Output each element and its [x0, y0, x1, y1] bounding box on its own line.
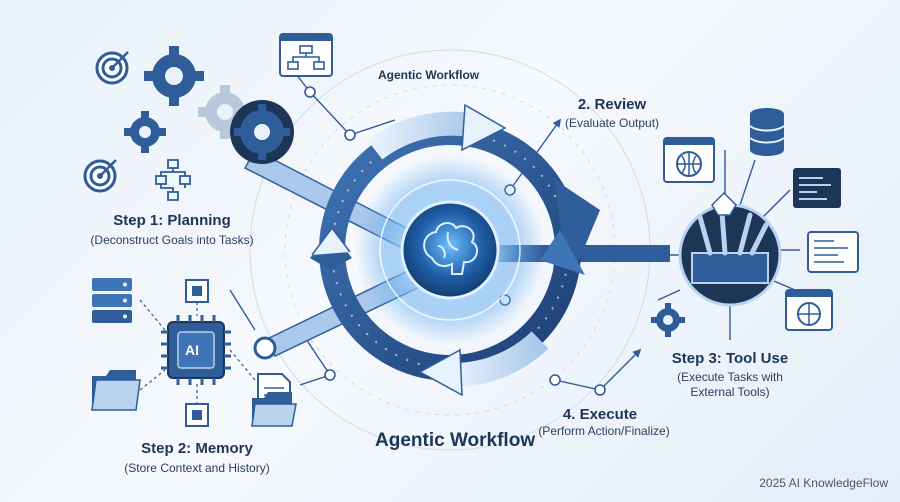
step-1-subtitle: (Deconstruct Goals into Tasks): [90, 233, 254, 247]
chip-label: AI: [185, 342, 199, 358]
cpu-chip-icon: [185, 279, 209, 303]
globe-icon: [663, 137, 715, 183]
cpu-chip-icon: [161, 315, 231, 385]
cycle-ring: [310, 103, 600, 397]
code-window-icon: [807, 231, 859, 273]
folder-icon: [91, 370, 141, 411]
folder-icon: [251, 392, 297, 427]
gear-icon: [144, 46, 204, 106]
brain-core: [355, 155, 545, 345]
toolbox-icon: [678, 191, 782, 307]
gear-icon: [230, 100, 294, 164]
step-execute-subtitle: (Perform Action/Finalize): [538, 424, 670, 438]
step-3-subtitle-line2: External Tools): [690, 385, 770, 399]
target-icon: [95, 51, 129, 85]
step-2-title: Step 2: Memory: [141, 440, 253, 457]
step-2-subtitle: (Store Context and History): [124, 461, 270, 475]
watermark: 2025 AI KnowledgeFlow: [759, 476, 888, 490]
flowchart-icon: [279, 33, 333, 77]
memory-connectors: [139, 299, 256, 404]
brain-icon: [423, 222, 479, 275]
gear-icon: [124, 111, 166, 153]
database-icon: [749, 108, 785, 156]
step-review-title: 2. Review: [577, 96, 647, 113]
step-3-subtitle-line1: (Execute Tasks with: [677, 370, 783, 384]
diagram-title-bottom: Agentic Workflow: [375, 430, 536, 451]
target-icon: [83, 159, 117, 193]
flowchart-icon: [155, 159, 191, 201]
globe-icon: [785, 289, 833, 331]
gear-icon: [651, 303, 685, 337]
step-execute-title: 4. Execute: [562, 406, 638, 423]
code-window-icon: [793, 168, 841, 208]
diagram-title-top: Agentic Workflow: [378, 68, 480, 82]
step-1-title: Step 1: Planning: [113, 212, 231, 229]
step-3-title: Step 3: Tool Use: [671, 350, 789, 367]
step-review-subtitle: (Evaluate Output): [564, 116, 660, 130]
server-stack-icon: [92, 278, 132, 323]
cpu-chip-icon: [185, 403, 209, 427]
